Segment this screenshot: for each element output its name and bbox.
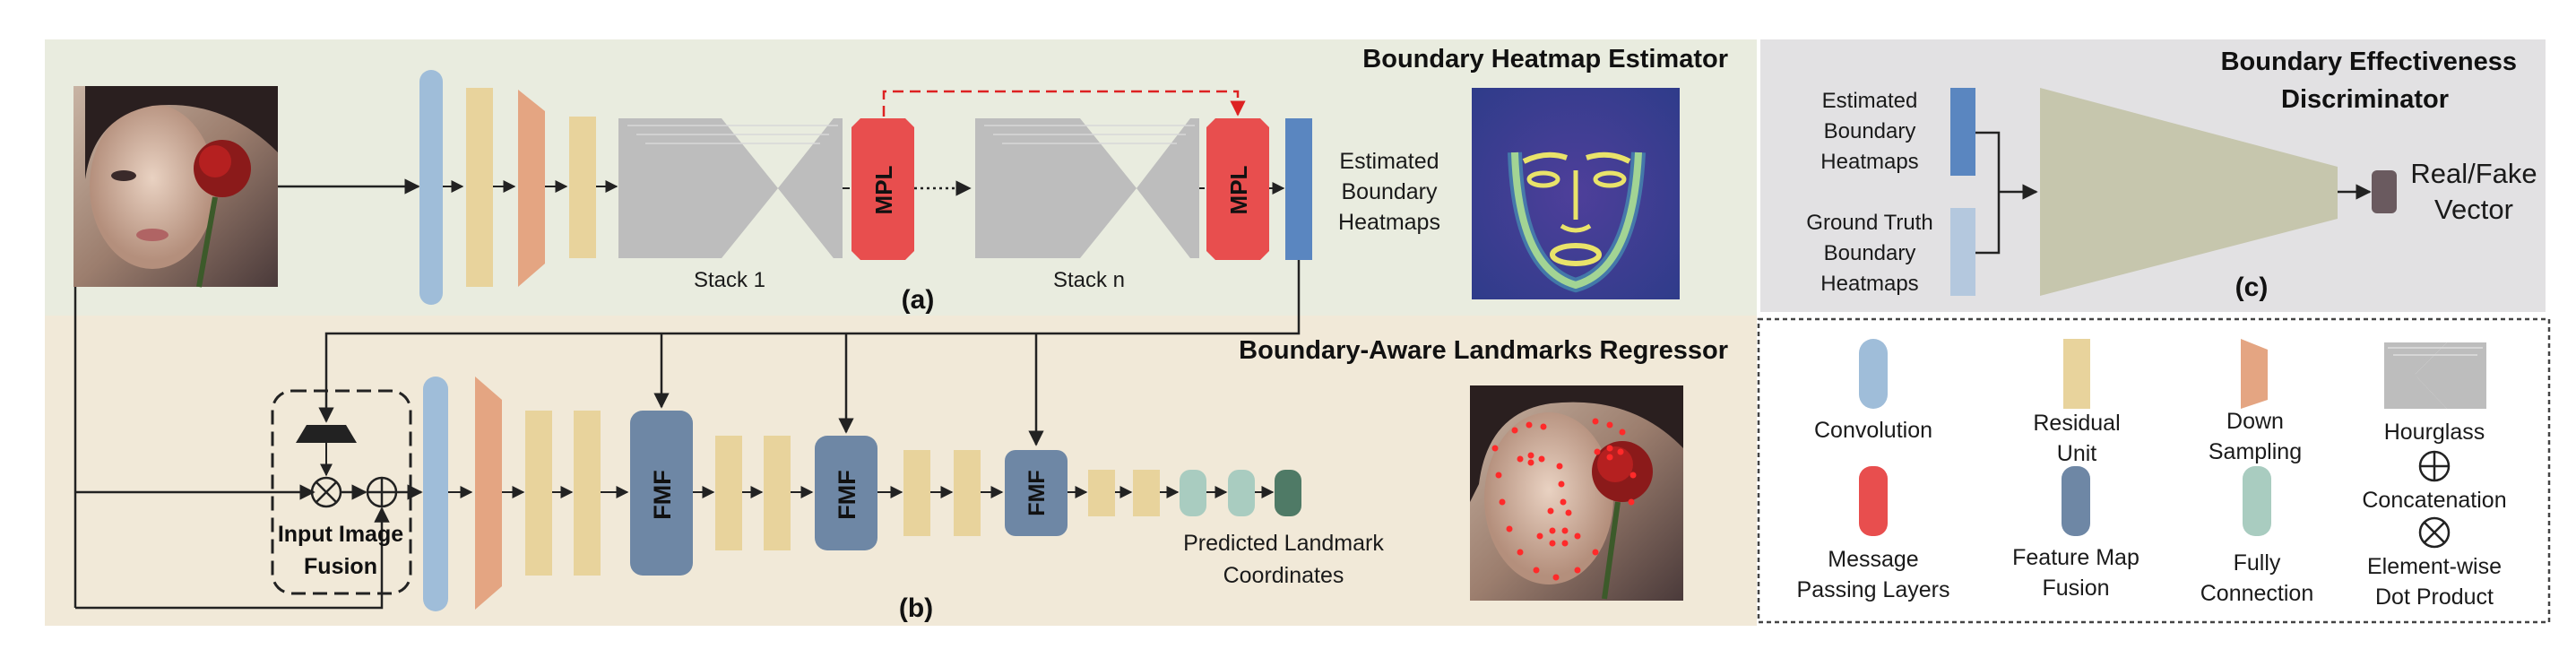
- estimated-heatmaps-label-a2: Boundary: [1341, 179, 1438, 204]
- fc-block-final: [1275, 470, 1301, 516]
- legend-down-sampling-swatch: [2241, 339, 2268, 409]
- fusion-label-2: Fusion: [304, 554, 377, 579]
- svg-text:FMF: FMF: [1024, 470, 1050, 515]
- real-fake-label-2: Vector: [2434, 194, 2513, 225]
- predicted-landmark-label-1: Predicted Landmark: [1183, 531, 1384, 556]
- fc-block-1: [1180, 470, 1206, 516]
- legend-mpl-label-2: Passing Layers: [1797, 577, 1950, 602]
- mpl-block-2: MPL: [1206, 118, 1269, 260]
- residual-block-b3: [715, 436, 742, 550]
- ground-truth-label-c1: Ground Truth: [1806, 211, 1932, 235]
- legend-fmf-swatch: [2062, 466, 2090, 536]
- estimated-label-c1: Estimated: [1822, 89, 1918, 113]
- panel-c: Boundary Effectiveness Discriminator Est…: [1760, 39, 2546, 312]
- svg-text:FMF: FMF: [834, 470, 860, 519]
- fmf-block-2: FMF: [815, 436, 877, 550]
- estimated-heatmaps-label-a3: Heatmaps: [1338, 210, 1440, 235]
- discriminator-network: [2040, 88, 2338, 296]
- panel-b-title: Boundary-Aware Landmarks Regressor: [1239, 336, 1728, 365]
- legend-mpl-label-1: Message: [1828, 547, 1918, 572]
- legend-residual-label-1: Residual: [2033, 411, 2120, 436]
- conv-block-b: [423, 377, 448, 611]
- hourglass-stack-n: [975, 118, 1199, 258]
- residual-block-b1: [525, 411, 552, 576]
- legend-convolution-swatch: [1859, 339, 1888, 409]
- legend-down-label-1: Down: [2226, 409, 2284, 434]
- residual-block-b7: [1088, 470, 1115, 516]
- estimated-label-c2: Boundary: [1824, 119, 1916, 143]
- mpl-block-1: MPL: [851, 118, 914, 260]
- residual-block-a1: [466, 88, 493, 287]
- residual-block-a2: [569, 117, 596, 258]
- real-fake-label-1: Real/Fake: [2410, 158, 2537, 189]
- panel-b: Boundary-Aware Landmarks Regressor: [45, 260, 1757, 626]
- estimated-heatmaps-label-a1: Estimated: [1339, 149, 1439, 174]
- panel-c-title-1: Boundary Effectiveness: [2221, 48, 2517, 76]
- face-photo: [73, 86, 278, 288]
- legend-residual-label-2: Unit: [2057, 441, 2097, 466]
- input-image-fusion-box: [271, 389, 412, 595]
- svg-text:MPL: MPL: [870, 165, 897, 214]
- legend-residual-swatch: [2063, 339, 2090, 409]
- concatenation-icon: [366, 476, 398, 508]
- svg-text:MPL: MPL: [1225, 165, 1252, 214]
- svg-text:FMF: FMF: [649, 470, 676, 519]
- legend-fc-label-1: Fully: [2234, 550, 2281, 576]
- legend: Convolution Residual Unit Down Sampling …: [1757, 317, 2551, 624]
- boundary-heatmap-image: [1472, 88, 1680, 299]
- legend-element-wise-icon: [2418, 516, 2451, 549]
- caption-c: (c): [2235, 273, 2269, 302]
- estimated-heatmap-bar-a: [1285, 118, 1312, 260]
- predicted-landmark-label-2: Coordinates: [1223, 563, 1344, 588]
- fmf-block-3: FMF: [1005, 450, 1068, 536]
- stack-1-label: Stack 1: [694, 268, 765, 292]
- residual-block-b5: [903, 450, 930, 536]
- legend-concatenation-label: Concatenation: [2362, 488, 2506, 513]
- stack-n-label: Stack n: [1053, 268, 1125, 292]
- residual-block-b2: [574, 411, 601, 576]
- residual-block-b6: [954, 450, 981, 536]
- legend-convolution-label: Convolution: [1814, 418, 1932, 443]
- down-sampling-block-a: [518, 90, 545, 287]
- landmark-face-photo: [1470, 385, 1683, 601]
- legend-fc-swatch: [2243, 466, 2271, 536]
- estimated-label-c3: Heatmaps: [1820, 150, 1918, 174]
- heatmap-transform-icon: [296, 425, 357, 443]
- legend-hourglass-swatch: [2384, 342, 2486, 409]
- legend-fc-label-2: Connection: [2200, 581, 2313, 606]
- discriminator-output-block: [2372, 170, 2397, 213]
- landmark-points: [1491, 418, 1637, 581]
- panel-c-title-2: Discriminator: [2281, 85, 2449, 114]
- ground-truth-label-c2: Boundary: [1824, 241, 1916, 265]
- panel-a-title: Boundary Heatmap Estimator: [1362, 45, 1728, 74]
- estimated-heatmap-bar-c: [1950, 88, 1975, 176]
- fc-block-2: [1228, 470, 1255, 516]
- caption-b: (b): [899, 593, 933, 623]
- fusion-label-1: Input Image: [278, 522, 403, 547]
- legend-hourglass-label: Hourglass: [2384, 420, 2485, 445]
- legend-dot-label-2: Dot Product: [2375, 584, 2494, 610]
- legend-dot-label-1: Element-wise: [2367, 554, 2502, 579]
- legend-fmf-label-1: Feature Map: [2012, 545, 2139, 570]
- legend-down-label-2: Sampling: [2209, 439, 2302, 464]
- legend-concatenation-icon: [2418, 450, 2451, 482]
- residual-block-b8: [1133, 470, 1160, 516]
- residual-block-b4: [764, 436, 791, 550]
- conv-block-a: [419, 70, 443, 305]
- ground-truth-heatmap-bar-c: [1950, 208, 1975, 296]
- legend-fmf-label-2: Fusion: [2042, 576, 2109, 601]
- element-wise-product-icon: [310, 476, 342, 508]
- caption-a: (a): [902, 285, 935, 315]
- down-sampling-block-b: [475, 377, 502, 610]
- legend-mpl-swatch: [1859, 466, 1888, 536]
- ground-truth-label-c3: Heatmaps: [1820, 272, 1918, 296]
- hourglass-stack-1: [618, 118, 843, 258]
- panel-a: Boundary Heatmap Estimator: [45, 39, 1757, 316]
- fmf-block-1: FMF: [630, 411, 693, 576]
